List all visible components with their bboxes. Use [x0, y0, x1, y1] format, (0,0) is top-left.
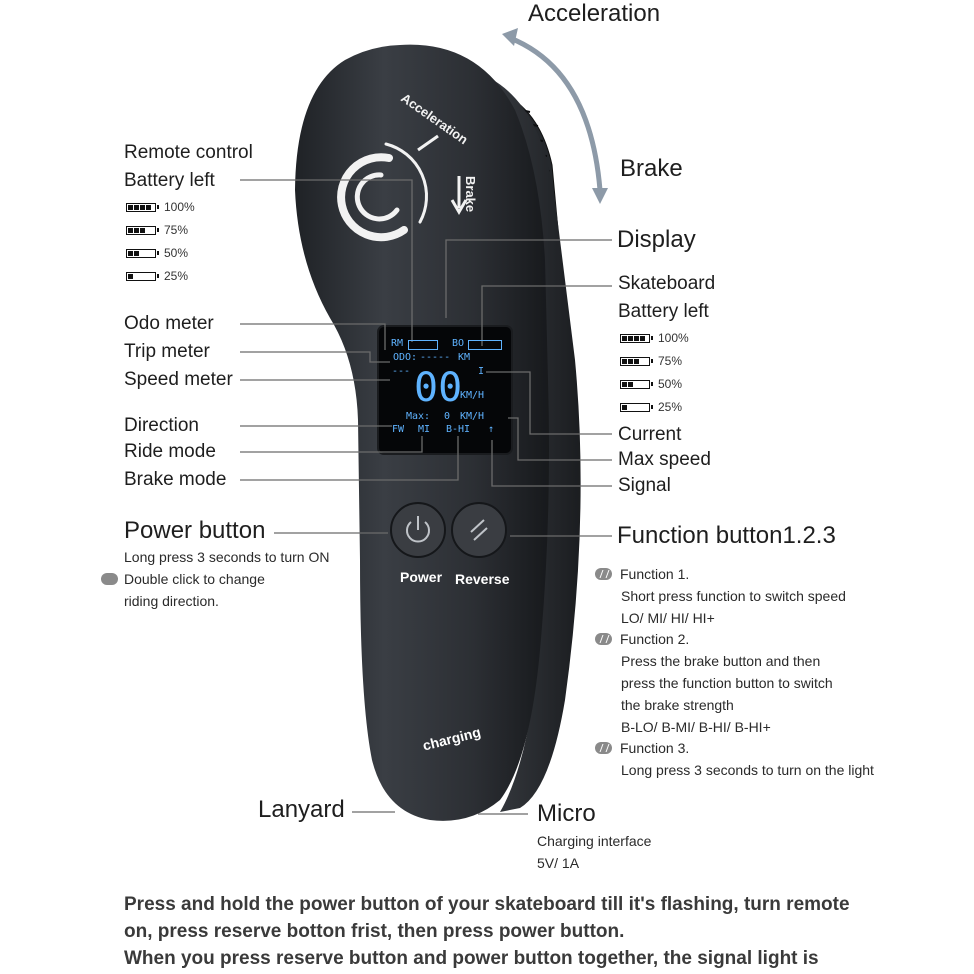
brake-arrow-icon	[450, 176, 468, 215]
reverse-button[interactable]	[451, 502, 507, 558]
power-button-label: Power	[400, 569, 443, 585]
function-icon	[595, 742, 612, 754]
reverse-button-label: Reverse	[455, 571, 510, 587]
lcd-speed-unit: KM/H	[460, 390, 485, 401]
lcd-remote-battery-icon	[408, 340, 438, 350]
lcd-odo-label: ODO:	[393, 352, 418, 363]
battery-icon	[620, 379, 653, 389]
lcd-brake-mode: B-HI	[446, 424, 471, 435]
board-battery-level-25: 25%	[620, 400, 682, 414]
reverse-icon	[470, 519, 488, 541]
brake-label: Brake	[620, 155, 683, 182]
lcd-rm: RM	[391, 338, 404, 349]
micro-desc-2: 5V/ 1A	[537, 855, 580, 871]
power-button-desc-1: Long press 3 seconds to turn ON	[124, 549, 330, 565]
power-button-desc-3: riding direction.	[124, 593, 219, 609]
lcd-max-label: Max:	[406, 411, 431, 422]
power-button-title: Power button	[124, 517, 266, 544]
speed-meter-label: Speed meter	[124, 369, 233, 390]
battery-icon	[126, 202, 159, 212]
max-speed-label: Max speed	[618, 449, 711, 470]
current-label: Current	[618, 424, 682, 445]
display-label: Display	[617, 226, 696, 253]
lcd-max-unit: KM/H	[460, 411, 485, 422]
instruction-line-3: When you press reserve button and power …	[124, 948, 819, 969]
battery-icon	[126, 225, 159, 235]
acceleration-brake-arc-icon	[337, 142, 428, 242]
lcd-speed: 00	[414, 365, 463, 411]
function-2: Function 2. Press the brake button and t…	[595, 628, 833, 738]
lcd-current: I	[478, 366, 485, 377]
battery-icon	[620, 333, 653, 343]
remote-battery-level-100: 100%	[126, 200, 195, 214]
direction-label: Direction	[124, 415, 199, 436]
function-icon	[595, 568, 612, 580]
lcd-trip: ---	[392, 366, 411, 377]
brake-mode-label: Brake mode	[124, 469, 227, 490]
remote-battery-subtitle: Battery left	[124, 170, 215, 191]
function-icon	[595, 633, 612, 645]
remote-battery-title: Remote control	[124, 142, 253, 163]
signal-label: Signal	[618, 475, 671, 496]
lcd-screen	[377, 325, 513, 455]
micro-label: Micro	[537, 800, 596, 827]
lcd-odo-value: -----	[420, 352, 451, 363]
function-1: Function 1. Short press function to swit…	[595, 563, 846, 629]
lcd-odo-unit: KM	[458, 352, 471, 363]
battery-icon	[620, 402, 653, 412]
function-button-title: Function button1.2.3	[617, 522, 836, 549]
board-battery-level-75: 75%	[620, 354, 682, 368]
acceleration-label: Acceleration	[528, 0, 661, 27]
arc-brake-label: Brake	[463, 176, 478, 212]
remote-battery-level-50: 50%	[126, 246, 188, 260]
power-small-icon	[101, 573, 118, 585]
micro-desc-1: Charging interface	[537, 833, 652, 849]
acceleration-brake-arrow	[509, 35, 603, 191]
skateboard-battery-title: Skateboard	[618, 273, 716, 294]
battery-icon	[126, 248, 159, 258]
lcd-signal: ↑	[488, 424, 495, 435]
lanyard-label: Lanyard	[258, 796, 345, 823]
battery-icon	[620, 356, 653, 366]
odo-meter-label: Odo meter	[124, 313, 214, 334]
power-button-desc-2: Double click to change	[124, 571, 265, 587]
lcd-max-value: 0	[444, 411, 451, 422]
lcd-bo: BO	[452, 338, 465, 349]
skateboard-battery-subtitle: Battery left	[618, 301, 709, 322]
acceleration-arrow-icon	[417, 134, 439, 152]
ride-mode-label: Ride mode	[124, 441, 216, 462]
instruction-line-2: on, press reserve botton frist, then pre…	[124, 921, 625, 942]
instruction-line-1: Press and hold the power button of your …	[124, 894, 850, 915]
lcd-ride-mode: MI	[418, 424, 431, 435]
remote-battery-level-25: 25%	[126, 269, 188, 283]
board-battery-level-50: 50%	[620, 377, 682, 391]
leader-lines	[240, 179, 612, 815]
function-3: Function 3. Long press 3 seconds to turn…	[595, 737, 874, 781]
lcd-board-battery-icon	[468, 340, 502, 350]
battery-icon	[126, 271, 159, 281]
remote-side	[470, 70, 581, 812]
power-icon	[406, 516, 430, 543]
lcd-direction: FW	[392, 424, 405, 435]
trip-meter-label: Trip meter	[124, 341, 210, 362]
board-battery-level-100: 100%	[620, 331, 689, 345]
remote-battery-level-75: 75%	[126, 223, 188, 237]
